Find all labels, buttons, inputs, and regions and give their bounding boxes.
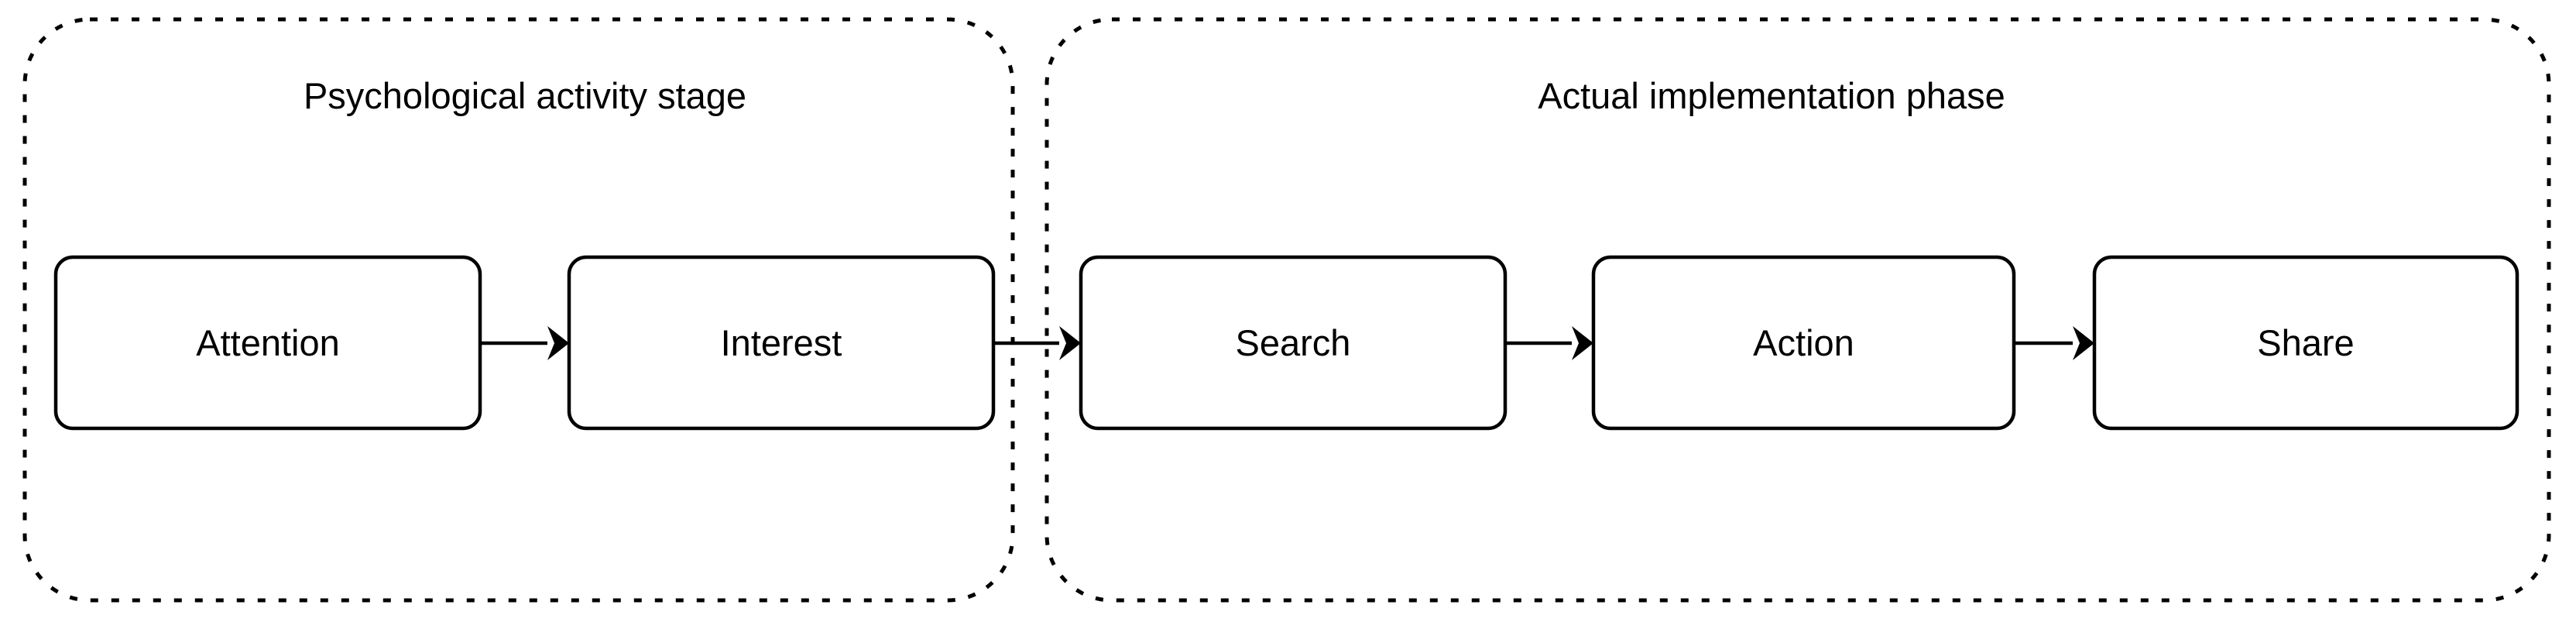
node-label-interest[interactable]: Interest: [720, 322, 842, 363]
edge-interest-to-search: [993, 326, 1081, 360]
node-label-attention[interactable]: Attention: [196, 322, 340, 363]
group-container-psychological-activity-stage[interactable]: [22, 17, 1015, 603]
node-label-action[interactable]: Action: [1753, 322, 1854, 363]
node-label-search[interactable]: Search: [1235, 322, 1351, 363]
group-container-actual-implementation-phase[interactable]: [1044, 17, 2551, 603]
group-title-psychological-activity-stage: Psychological activity stage: [303, 75, 747, 116]
edge-search-to-action: [1504, 326, 1593, 360]
group-title-actual-implementation-phase: Actual implementation phase: [1538, 75, 2005, 116]
node-box-share[interactable]: [2092, 255, 2519, 431]
node-label-share[interactable]: Share: [2257, 322, 2355, 363]
edge-action-to-share: [2013, 326, 2094, 360]
edge-attention-to-interest: [480, 326, 569, 360]
